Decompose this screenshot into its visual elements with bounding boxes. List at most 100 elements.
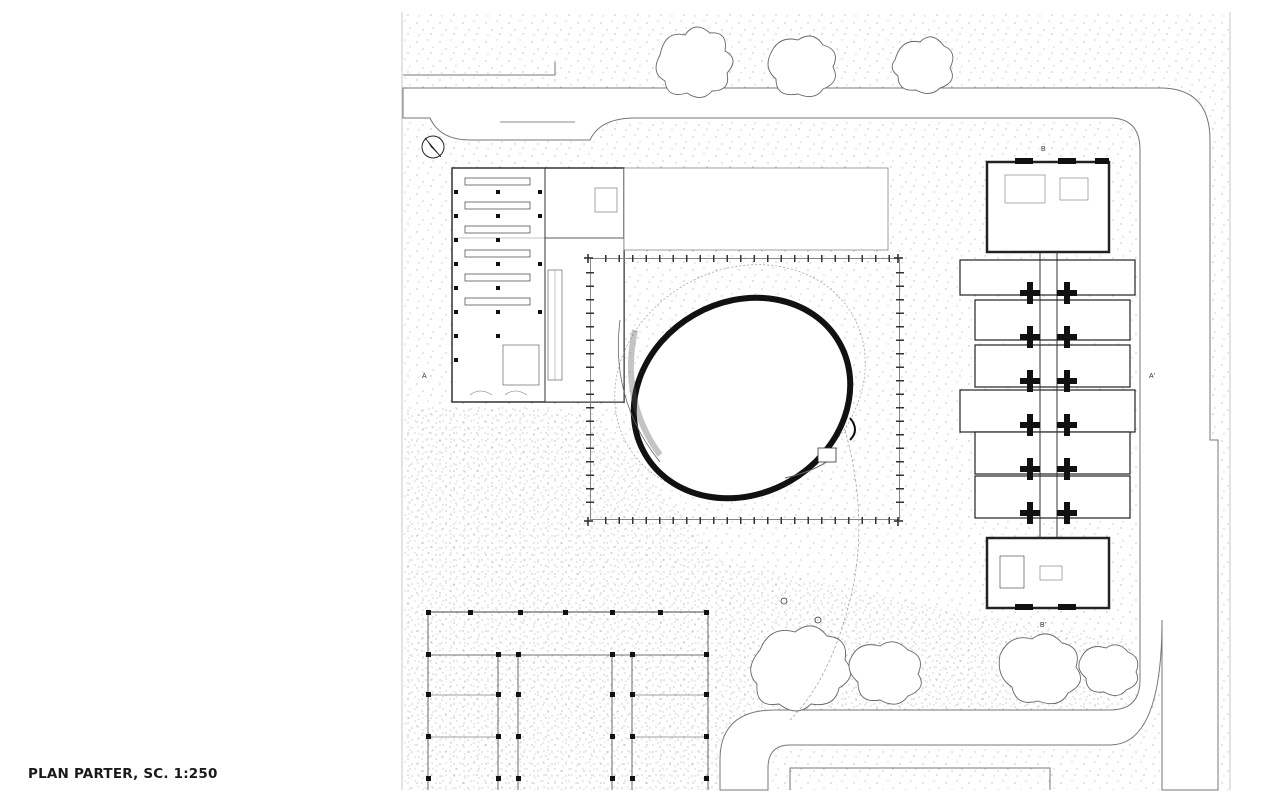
colonnade-column [713,517,715,524]
section-label-b-prime: B' [1040,622,1046,629]
colonnade-column [586,420,594,422]
colonnade-column [834,517,836,524]
colonnade-column [659,517,661,524]
colonnade-column [780,517,782,524]
colonnade-column [632,517,634,524]
colonnade-column [848,517,850,524]
colonnade-column [896,353,904,355]
colonnade-column [586,312,594,314]
colonnade-column [586,339,594,341]
colonnade-column [896,312,904,314]
colonnade-column [896,434,904,436]
property-line [403,62,556,76]
colonnade-column [897,254,899,263]
colonnade-column [699,255,701,262]
south-pergola [426,610,709,790]
colonnade-column [632,255,634,262]
colonnade-column [587,254,589,263]
colonnade-column [896,461,904,463]
colonnade-column [586,353,594,355]
drawing-caption: PLAN PARTER, SC. 1:250 [28,766,218,782]
colonnade-column [896,488,904,490]
colonnade-column [713,255,715,262]
colonnade-column [888,255,890,262]
colonnade-column [861,517,863,524]
colonnade-column [807,255,809,262]
colonnade-column [794,517,796,524]
oval-pavilion [614,264,866,502]
colonnade-column [618,517,620,524]
colonnade-column [897,517,899,526]
colonnade-column [794,255,796,262]
colonnade-column [780,255,782,262]
section-label-a-prime: A' [1149,373,1155,380]
colonnade-column [586,488,594,490]
section-label-a: A [422,373,427,380]
colonnade-column [896,474,904,476]
colonnade-column [740,255,742,262]
north-arrow-icon [421,135,445,159]
trees [655,26,1139,712]
colonnade-column [896,393,904,395]
colonnade-column [586,285,594,287]
colonnade-column [586,380,594,382]
west-building [451,167,889,403]
colonnade-column [896,285,904,287]
colonnade-column [848,255,850,262]
colonnade-column [686,517,688,524]
colonnade-column [740,517,742,524]
garden-lamp [780,597,788,605]
colonnade-column [586,474,594,476]
colonnade-column [896,407,904,409]
property-line-bottom [789,767,1051,790]
colonnade-column [586,447,594,449]
colonnade-column [726,255,728,262]
colonnade-column [586,434,594,436]
colonnade-column [605,517,607,524]
colonnade-column [645,255,647,262]
colonnade-column [896,380,904,382]
colonnade-column [875,517,877,524]
colonnade-column [586,299,594,301]
colonnade-column [586,326,594,328]
section-label-b: B [1041,146,1046,153]
street [402,87,1219,791]
colonnade-column [896,501,904,503]
colonnade-column [821,255,823,262]
colonnade-column [686,255,688,262]
courtyard-columns [584,254,904,526]
colonnade-column [672,517,674,524]
colonnade-column [699,517,701,524]
colonnade-column [861,255,863,262]
colonnade-column [659,255,661,262]
colonnade-column [645,517,647,524]
colonnade-column [586,501,594,503]
colonnade-column [672,255,674,262]
colonnade-column [896,366,904,368]
colonnade-column [586,461,594,463]
colonnade-column [605,255,607,262]
colonnade-column [586,393,594,395]
colonnade-column [618,255,620,262]
garden-lamp [814,616,822,624]
colonnade-column [834,255,836,262]
east-building [959,158,1136,610]
colonnade-column [586,407,594,409]
garden-path [789,429,860,721]
colonnade-column [767,517,769,524]
colonnade-column [888,517,890,524]
colonnade-column [821,517,823,524]
colonnade-column [767,255,769,262]
colonnade-column [896,339,904,341]
courtyard-colonnade [590,258,900,520]
colonnade-column [587,517,589,526]
colonnade-column [753,255,755,262]
colonnade-column [807,517,809,524]
colonnade-column [896,326,904,328]
colonnade-column [896,420,904,422]
colonnade-column [753,517,755,524]
colonnade-column [586,366,594,368]
colonnade-column [896,447,904,449]
colonnade-column [586,272,594,274]
